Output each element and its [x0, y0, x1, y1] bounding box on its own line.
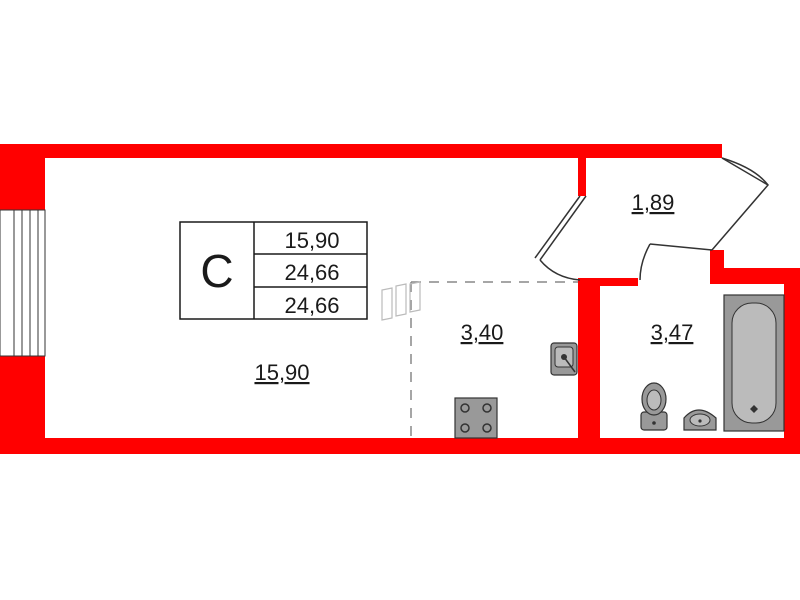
living-room-area: 15,90 [254, 360, 309, 385]
walls [0, 144, 800, 454]
hallway-area: 1,89 [632, 190, 675, 215]
window-icon [0, 209, 46, 357]
stove-icon [454, 397, 498, 439]
washbasin-icon [683, 409, 717, 431]
bathtub-icon [723, 294, 785, 432]
ventilation-icon [381, 281, 421, 321]
sink-icon [550, 342, 578, 376]
toilet-icon [640, 382, 668, 431]
kitchen-area: 3,40 [461, 320, 504, 345]
legend-row-3: 24,66 [284, 293, 339, 318]
entrance-door-icon [639, 157, 769, 281]
kitchen-boundary [410, 281, 578, 438]
legend-letter: С [200, 245, 233, 297]
bathroom-area: 3,47 [651, 320, 694, 345]
legend-box [179, 221, 368, 320]
legend-row-1: 15,90 [284, 228, 339, 253]
legend-row-2: 24,66 [284, 260, 339, 285]
door-icon [534, 195, 587, 281]
